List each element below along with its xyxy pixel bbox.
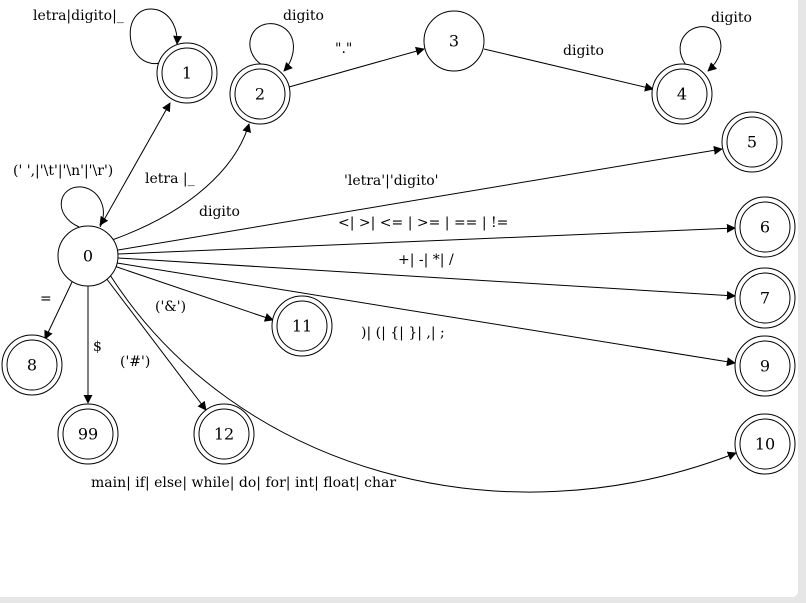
edge-0-7 <box>117 257 736 300</box>
edge-0-7-label: +| -| *| / <box>398 252 454 268</box>
edge-0-5-label: 'letra'|'digito' <box>344 173 438 189</box>
edge-3-4-label: digito <box>563 43 604 59</box>
state-6-label: 6 <box>760 218 770 237</box>
state-9: 9 <box>734 335 796 397</box>
state-99: 99 <box>57 403 119 465</box>
edge-0-10-label: main| if| else| while| do| for| int| flo… <box>91 475 396 491</box>
state-7-label: 7 <box>760 289 770 308</box>
edge-0-9-label: )| (| {| }| ,| ; <box>361 325 445 341</box>
edge-0-12 <box>105 277 207 411</box>
edge-0-6 <box>117 223 736 255</box>
state-12-label: 12 <box>214 425 234 444</box>
state-5-label: 5 <box>747 133 757 152</box>
loop-edge-0 <box>60 186 109 228</box>
edge-0-99-label: $ <box>93 339 102 355</box>
loop-edge-2 <box>249 23 294 72</box>
edge-2-3 <box>288 46 425 88</box>
edge-0-11 <box>113 265 274 322</box>
state-99-label: 99 <box>78 425 98 444</box>
state-9-label: 9 <box>760 357 770 376</box>
state-3-label: 3 <box>449 32 459 51</box>
edge-0-8-label: = <box>40 291 52 307</box>
loop-edge-4 <box>679 26 722 72</box>
state-2: 2 <box>229 63 291 125</box>
edge-0-8 <box>44 281 73 340</box>
state-0: 0 <box>57 225 119 287</box>
loop-4-label: digito <box>711 10 752 26</box>
loop-0-label: (' ',|'\t'|'\n'|'\r') <box>13 163 113 179</box>
state-8: 8 <box>1 334 63 396</box>
edge-0-1-label: letra |_ <box>145 171 195 187</box>
state-6: 6 <box>734 196 796 258</box>
loop-2-label: digito <box>283 8 324 24</box>
edge-0-10 <box>109 274 737 493</box>
edge-0-6-label: <| >| <= | >= | == | != <box>338 215 508 231</box>
edge-0-5 <box>117 145 723 251</box>
edge-0-9 <box>116 262 736 367</box>
state-1-label: 1 <box>182 64 192 83</box>
loop-edge-1 <box>129 8 183 65</box>
state-4-label: 4 <box>677 85 687 104</box>
edge-0-2 <box>111 123 252 241</box>
state-12: 12 <box>193 403 255 465</box>
state-5: 5 <box>721 111 783 173</box>
edge-0-1 <box>99 102 171 228</box>
edge-0-12-label: ('#') <box>120 354 150 370</box>
state-10: 10 <box>734 413 796 475</box>
edge-0-11-label: ('&') <box>155 299 186 315</box>
edge-2-3-label: "." <box>335 41 352 57</box>
state-8-label: 8 <box>27 356 37 375</box>
state-11-label: 11 <box>292 317 312 336</box>
state-2-label: 2 <box>255 85 265 104</box>
state-10-label: 10 <box>755 435 775 454</box>
state-1: 1 <box>156 42 218 104</box>
state-0-label: 0 <box>83 247 93 266</box>
state-11: 11 <box>271 295 333 357</box>
state-3: 3 <box>423 10 485 72</box>
loop-1-label: letra|digito|_ <box>33 8 124 24</box>
edge-0-2-label: digito <box>199 204 240 220</box>
state-4: 4 <box>651 63 713 125</box>
state-7: 7 <box>734 267 796 329</box>
edge-3-4 <box>483 48 654 92</box>
